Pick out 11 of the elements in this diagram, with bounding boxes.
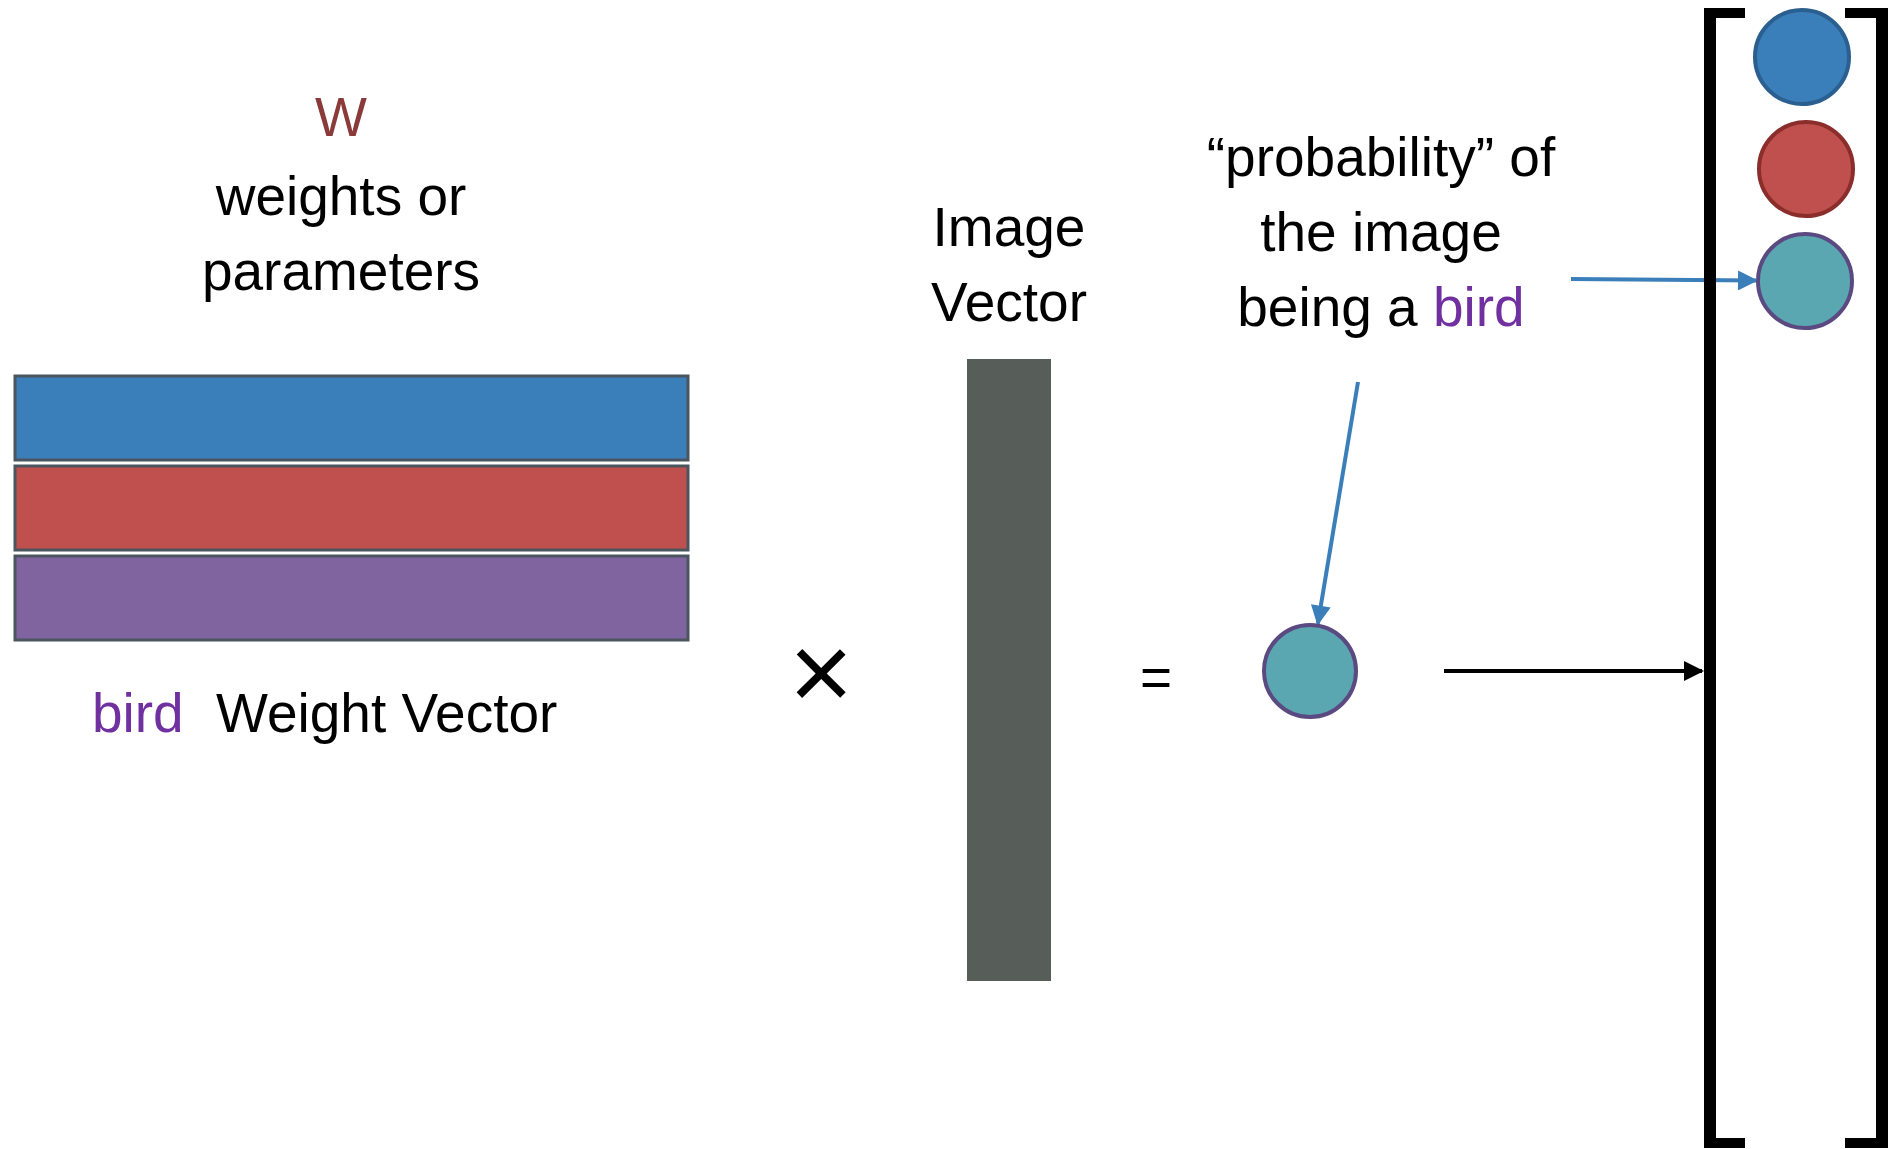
- arrow: [1444, 661, 1704, 681]
- matrix-caption: weights or parameters: [200, 164, 482, 304]
- arrow: [1310, 381, 1360, 626]
- probability-note: “probability” of the image being a bird: [1191, 120, 1571, 382]
- multiply-sign: ×: [788, 617, 854, 727]
- arrow: [1570, 270, 1758, 291]
- vector-caption: Weight Vector: [216, 680, 558, 746]
- vector-caption: Image Vector: [930, 195, 1088, 335]
- class-name: bird: [92, 680, 184, 746]
- matrix-label: W: [315, 84, 367, 150]
- equals-sign: =: [1139, 644, 1173, 710]
